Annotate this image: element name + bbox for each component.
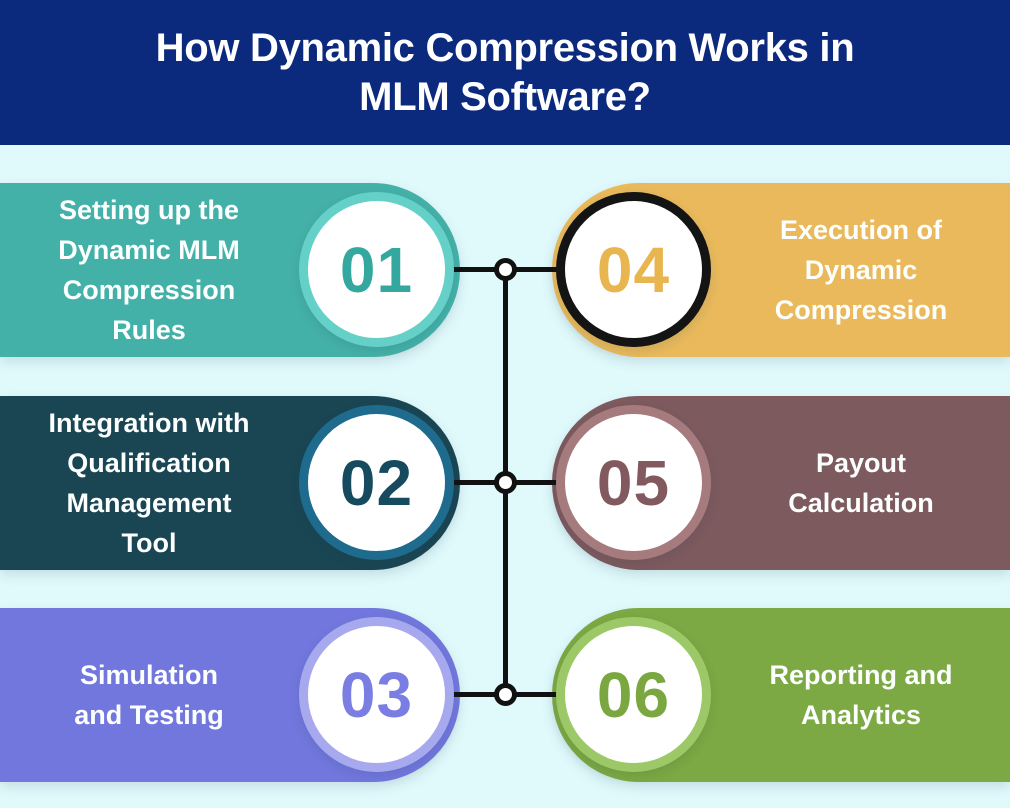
step-label-line: Analytics bbox=[800, 700, 922, 730]
step-number-circle: 05 bbox=[556, 405, 711, 560]
step-label-line: Payout bbox=[815, 448, 907, 478]
step-number-circle: 02 bbox=[299, 405, 454, 560]
step-label-line: and Testing bbox=[74, 700, 224, 730]
step-label-line: Qualification bbox=[67, 448, 231, 478]
page-title-line1: How Dynamic Compression Works in bbox=[155, 25, 855, 70]
step-number: 02 bbox=[339, 446, 414, 519]
connector-node-row3 bbox=[494, 683, 517, 706]
step-label-line: Calculation bbox=[788, 488, 934, 518]
step-label-line: Execution of bbox=[779, 215, 942, 245]
step-number: 05 bbox=[596, 446, 671, 519]
step-label-line: Reporting and bbox=[769, 660, 953, 690]
step-number-circle: 03 bbox=[299, 617, 454, 772]
connector-node-row1 bbox=[494, 258, 517, 281]
step-number-circle: 06 bbox=[556, 617, 711, 772]
step-label-line: Compression bbox=[774, 295, 948, 325]
step-label-line: Simulation bbox=[79, 660, 218, 690]
step-label: Payout Calculation bbox=[728, 396, 994, 570]
step-label: Integration with Qualification Managemen… bbox=[18, 396, 280, 570]
step-number: 06 bbox=[596, 658, 671, 731]
step-label-line: Compression bbox=[62, 275, 236, 305]
step-number: 04 bbox=[596, 233, 671, 306]
step-label: Setting up the Dynamic MLM Compression R… bbox=[18, 183, 280, 357]
step-label-line: Rules bbox=[112, 315, 186, 345]
step-number: 03 bbox=[339, 658, 414, 731]
step-label-line: Tool bbox=[121, 528, 177, 558]
step-label: Execution of Dynamic Compression bbox=[728, 183, 994, 357]
connector-node-row2 bbox=[494, 471, 517, 494]
step-number-circle: 01 bbox=[299, 192, 454, 347]
step-label: Simulation and Testing bbox=[18, 608, 280, 782]
header-banner: How Dynamic Compression Works in MLM Sof… bbox=[0, 0, 1010, 145]
step-number-circle: 04 bbox=[556, 192, 711, 347]
step-label-line: Setting up the bbox=[59, 195, 239, 225]
step-label-line: Dynamic bbox=[804, 255, 918, 285]
step-number: 01 bbox=[339, 233, 414, 306]
page-title-line2: MLM Software? bbox=[359, 74, 651, 119]
step-label-line: Dynamic MLM bbox=[58, 235, 240, 265]
step-label: Reporting and Analytics bbox=[728, 608, 994, 782]
step-label-line: Management bbox=[66, 488, 232, 518]
step-label-line: Integration with bbox=[48, 408, 250, 438]
